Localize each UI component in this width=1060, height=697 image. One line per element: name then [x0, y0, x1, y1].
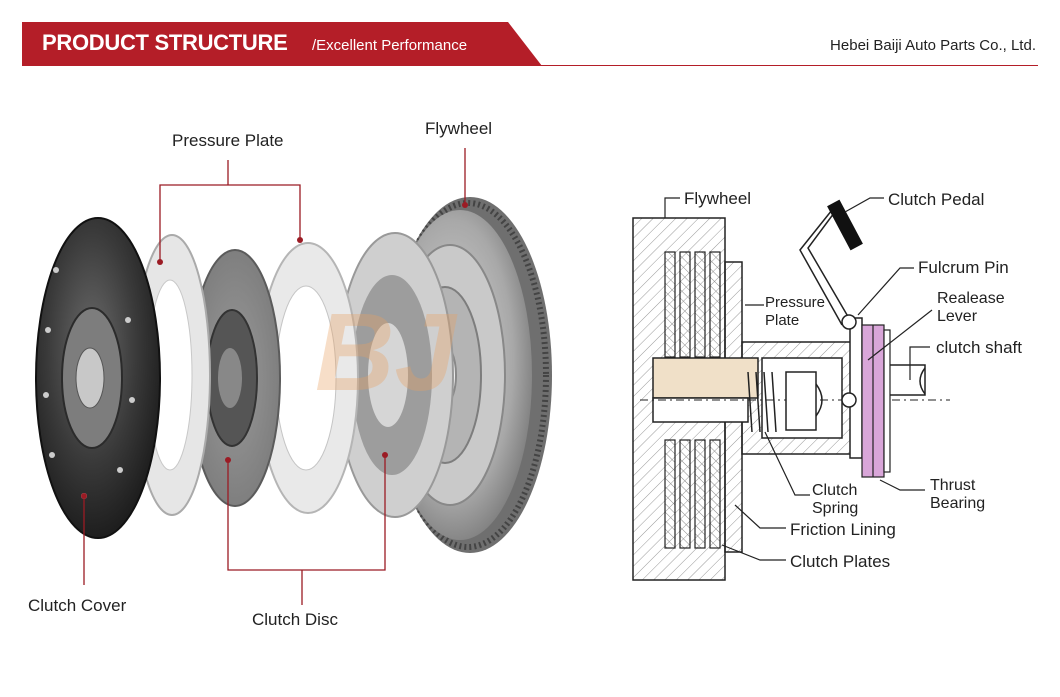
diagram-label-release-lever-line1: Realease: [937, 290, 1005, 307]
diagram-label-flywheel: Flywheel: [684, 189, 752, 208]
watermark-logo: BJ: [315, 291, 458, 414]
schematic-pedal-pad: [827, 199, 863, 251]
intermediate-plate-part: [257, 242, 359, 514]
diagram-label-friction-lining: Friction Lining: [790, 520, 896, 539]
diagram-label-clutch-spring-line2: Spring: [812, 500, 859, 517]
diagram-label-thrust-bearing-line1: Thrust: [930, 477, 976, 494]
clutch-disc-part: [189, 249, 281, 507]
schematic-clutch-plates: [664, 251, 721, 549]
diagram-label-thrust-bearing-line2: Bearing: [930, 495, 986, 512]
schematic-leader-lines: [664, 197, 933, 561]
label-clutch-disc: Clutch Disc: [252, 610, 338, 629]
schematic-thrust-bearing: [861, 324, 891, 478]
diagram-label-fulcrum-pin: Fulcrum Pin: [918, 258, 1009, 277]
diagram-label-clutch-shaft: clutch shaft: [936, 338, 1022, 357]
photo-callout-lines: [83, 148, 466, 605]
diagram-label-clutch-pedal: Clutch Pedal: [888, 190, 985, 209]
schematic-spring: [747, 371, 823, 433]
header: PRODUCT STRUCTURE /Excellent Performance…: [0, 0, 1060, 70]
diagram-label-pressure-plate-line1: Pressure: [765, 294, 826, 311]
diagram-label-clutch-plates: Clutch Plates: [790, 552, 891, 571]
label-flywheel: Flywheel: [425, 119, 493, 138]
clutch-cover-part: [35, 217, 161, 539]
page-title: PRODUCT STRUCTURE: [42, 30, 288, 55]
diagram-label-pressure-plate-line2: Plate: [765, 312, 800, 329]
diagram-label-clutch-spring-line1: Clutch: [812, 482, 858, 499]
label-clutch-cover: Clutch Cover: [28, 596, 127, 615]
diagram-label-release-lever-line2: Lever: [937, 308, 978, 325]
label-pressure-plate: Pressure Plate: [172, 131, 284, 150]
header-rule: [530, 65, 1038, 66]
page-subtitle: /Excellent Performance: [312, 37, 468, 54]
header-banner: [22, 22, 542, 66]
back-pressure-plate-part: [336, 232, 454, 518]
schematic-release-lever: [799, 204, 863, 459]
company-name: Hebei Baiji Auto Parts Co., Ltd.: [830, 37, 1036, 54]
